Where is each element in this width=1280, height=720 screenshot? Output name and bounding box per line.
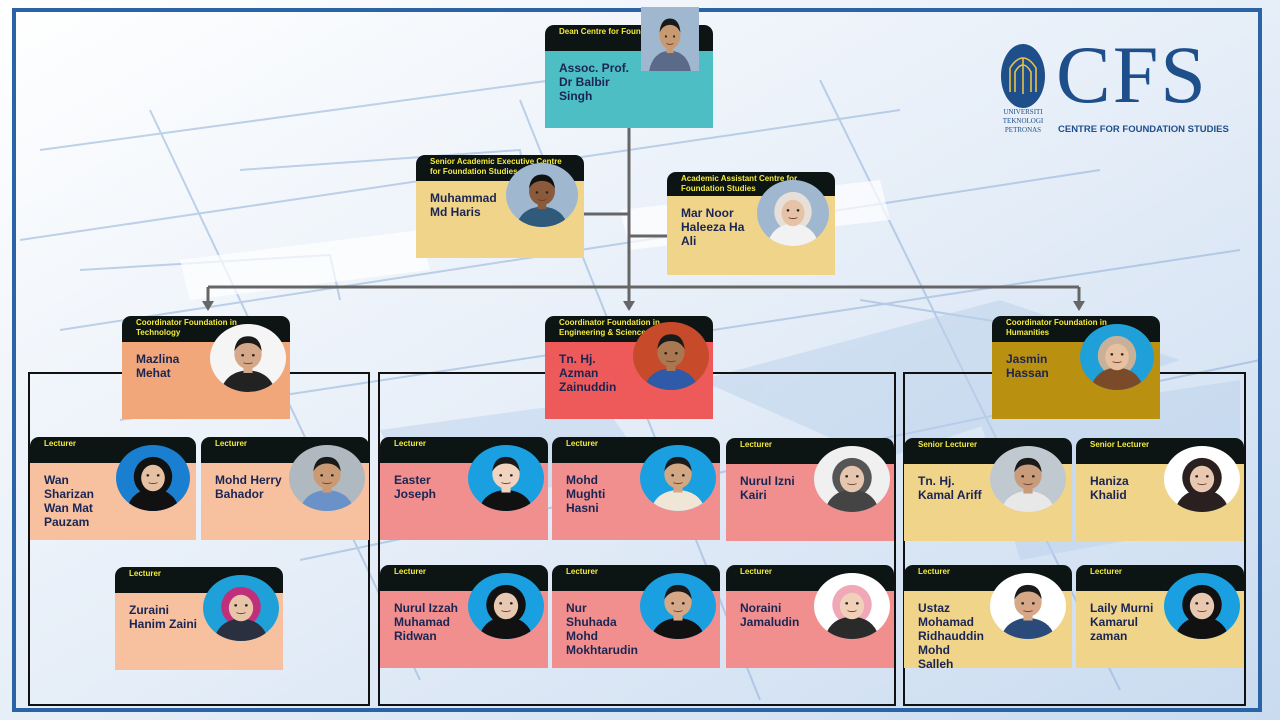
- utp-emblem-icon: [1001, 44, 1045, 108]
- org-card-senior-exec: Muhammad Md Haris Senior Academic Executi…: [416, 155, 584, 258]
- card-person-name: Mazlina Mehat: [136, 352, 180, 380]
- person-photo-icon: [757, 180, 829, 246]
- card-person-name: Mohd Mughti Hasni: [566, 473, 606, 515]
- card-person-name: Nurul Izni Kairi: [740, 474, 795, 502]
- card-person-name: Zuraini Hanim Zaini: [129, 603, 198, 631]
- card-person-name: Easter Joseph: [394, 473, 437, 501]
- card-person-name: Mohd Herry Bahador: [215, 473, 282, 501]
- card-body: Mohd Herry Bahador: [201, 463, 369, 540]
- card-person-name: Assoc. Prof. Dr Balbir Singh: [559, 61, 630, 103]
- person-photo-icon: [640, 573, 716, 639]
- person-photo-icon: [990, 573, 1066, 639]
- card-person-name: Tn. Hj. Kamal Ariff: [918, 474, 982, 502]
- person-photo-icon: [990, 446, 1066, 512]
- card-person-name: Tn. Hj. Azman Zainuddin: [559, 352, 617, 394]
- card-body: Muhammad Md Haris: [416, 181, 584, 258]
- person-photo-icon: [203, 575, 279, 641]
- cfs-tagline: CENTRE FOR FOUNDATION STUDIES: [1058, 124, 1229, 135]
- person-photo-icon: [116, 445, 190, 511]
- card-role-title: Senior Academic Executive Centre for Fou…: [416, 155, 584, 181]
- person-photo-icon: [640, 445, 716, 511]
- card-person-name: Wan Sharizan Wan Mat Pauzam: [44, 473, 95, 529]
- person-photo-icon: [468, 573, 544, 639]
- person-photo-icon: [633, 322, 709, 390]
- person-photo-icon: [641, 7, 699, 71]
- card-person-name: Laily Murni Kamarul zaman: [1090, 601, 1154, 643]
- card-person-name: Mar Noor Haleeza Ha Ali: [681, 206, 745, 248]
- person-photo-icon: [814, 573, 890, 639]
- card-person-name: Nurul Izzah Muhamad Ridwan: [394, 601, 459, 643]
- person-photo-icon: [1080, 324, 1154, 390]
- card-person-name: Muhammad Md Haris: [430, 191, 497, 219]
- card-person-name: Haniza Khalid: [1090, 474, 1129, 502]
- person-photo-icon: [814, 446, 890, 512]
- card-person-name: Nur Shuhada Mohd Mokhtarudin: [566, 601, 638, 657]
- person-photo-icon: [289, 445, 365, 511]
- card-person-name: Noraini Jamaludin: [740, 601, 800, 629]
- cfs-logo: CFS CENTRE FOR FOUNDATION STUDIES UNIVER…: [996, 30, 1236, 140]
- utp-name: UNIVERSITI TEKNOLOGI PETRONAS: [1002, 108, 1044, 134]
- cfs-letters: CFS: [1056, 29, 1208, 120]
- person-photo-icon: [210, 324, 286, 392]
- card-person-name: Jasmin Hassan: [1006, 352, 1049, 380]
- person-photo-icon: [1164, 573, 1240, 639]
- card-person-name: Ustaz Mohamad Ridhauddin Mohd Salleh: [918, 601, 984, 671]
- person-photo-icon: [506, 163, 578, 227]
- person-photo-icon: [1164, 446, 1240, 512]
- slide-frame: [12, 8, 1262, 712]
- person-photo-icon: [468, 445, 544, 511]
